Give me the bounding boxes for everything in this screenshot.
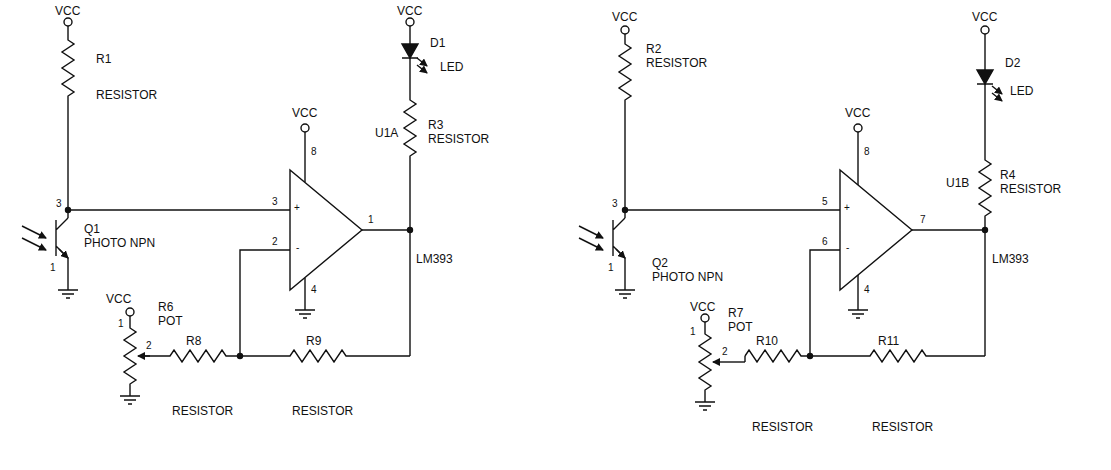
- phototransistor-symbol: [613, 218, 625, 290]
- pin-number: 5: [822, 196, 828, 208]
- part-type: LED: [440, 60, 463, 74]
- part-name: Q2: [652, 256, 668, 270]
- resistor-symbol: [619, 34, 631, 218]
- pin-number: 1: [690, 326, 696, 338]
- led-symbol: [402, 44, 418, 58]
- part-type: POT: [158, 314, 183, 328]
- pin-number: 6: [822, 236, 828, 248]
- pin-number: 1: [608, 262, 614, 274]
- supply-label: VCC: [690, 300, 715, 314]
- wire: [68, 209, 290, 210]
- light-arrow: [22, 226, 46, 238]
- pin-number: +: [844, 202, 850, 214]
- part-type: RESISTOR: [172, 404, 233, 418]
- supply-label: VCC: [106, 292, 131, 306]
- wire: [362, 229, 410, 230]
- part-type: PHOTO NPN: [84, 236, 155, 250]
- pin-number: 3: [612, 198, 618, 210]
- pin-number: 3: [56, 198, 62, 210]
- part-type: RESISTOR: [872, 420, 933, 434]
- part-name: U1A: [375, 126, 398, 140]
- pin-number: -: [846, 242, 849, 254]
- right-channel: [579, 26, 1002, 410]
- part-name: R1: [96, 52, 111, 66]
- part-name: R9: [306, 334, 321, 348]
- potentiometer-symbol: [699, 322, 711, 402]
- part-name: R11: [878, 334, 899, 348]
- part-name: R10: [756, 334, 778, 348]
- left-channel: [22, 18, 427, 404]
- part-type: LED: [1010, 84, 1033, 98]
- part-type: RESISTOR: [646, 56, 707, 70]
- pin-number: -: [296, 242, 299, 254]
- supply-label: VCC: [397, 4, 422, 18]
- part-name: Q1: [84, 222, 100, 236]
- pin-number: 8: [864, 146, 870, 158]
- part-name: R7: [728, 306, 743, 320]
- resistor-symbol: [745, 350, 985, 362]
- pin-number: 1: [118, 318, 124, 330]
- pin-number: 1: [50, 262, 56, 274]
- supply-label: VCC: [845, 106, 870, 120]
- part-name: R3: [428, 118, 443, 132]
- part-type: RESISTOR: [292, 404, 353, 418]
- supply-label: VCC: [292, 106, 317, 120]
- part-name: R4: [1000, 168, 1015, 182]
- resistor-symbol: [62, 26, 74, 218]
- part-type: RESISTOR: [1000, 182, 1061, 196]
- led-resistor-branch: [977, 34, 993, 356]
- led-resistor-branch: [402, 26, 418, 356]
- vcc-terminal: [64, 18, 72, 26]
- part-type: RESISTOR: [428, 132, 489, 146]
- phototransistor-symbol: [56, 218, 68, 290]
- light-arrow: [22, 238, 46, 250]
- pin-number: 3: [272, 196, 278, 208]
- part-type: RESISTOR: [96, 88, 157, 102]
- part-type: RESISTOR: [752, 420, 813, 434]
- part-type: PHOTO NPN: [652, 270, 723, 284]
- part-type: LM393: [992, 252, 1029, 266]
- wire: [240, 250, 290, 356]
- part-name: D1: [430, 36, 445, 50]
- supply-label: VCC: [612, 10, 637, 24]
- part-name: R6: [158, 300, 173, 314]
- part-type: POT: [728, 320, 753, 334]
- pin-number: 4: [864, 284, 870, 296]
- part-name: R8: [186, 334, 201, 348]
- pin-number: +: [294, 202, 300, 214]
- pin-number: 4: [311, 284, 317, 296]
- pin-number: 8: [311, 146, 317, 158]
- pin-number: 7: [920, 214, 926, 226]
- part-name: D2: [1005, 56, 1020, 70]
- potentiometer-symbol: [124, 316, 136, 396]
- part-name: R2: [646, 42, 661, 56]
- part-type: LM393: [416, 252, 453, 266]
- led-symbol: [977, 70, 993, 84]
- pin-number: 1: [368, 214, 374, 226]
- supply-label: VCC: [972, 10, 997, 24]
- pin-number: 2: [272, 236, 278, 248]
- comparator-symbol: [840, 170, 912, 290]
- comparator-symbol: [290, 170, 362, 290]
- supply-label: VCC: [55, 4, 80, 18]
- pin-number: 2: [722, 346, 728, 358]
- part-name: U1B: [946, 176, 969, 190]
- pin-number: 2: [146, 340, 152, 352]
- resistor-symbol: [142, 350, 410, 362]
